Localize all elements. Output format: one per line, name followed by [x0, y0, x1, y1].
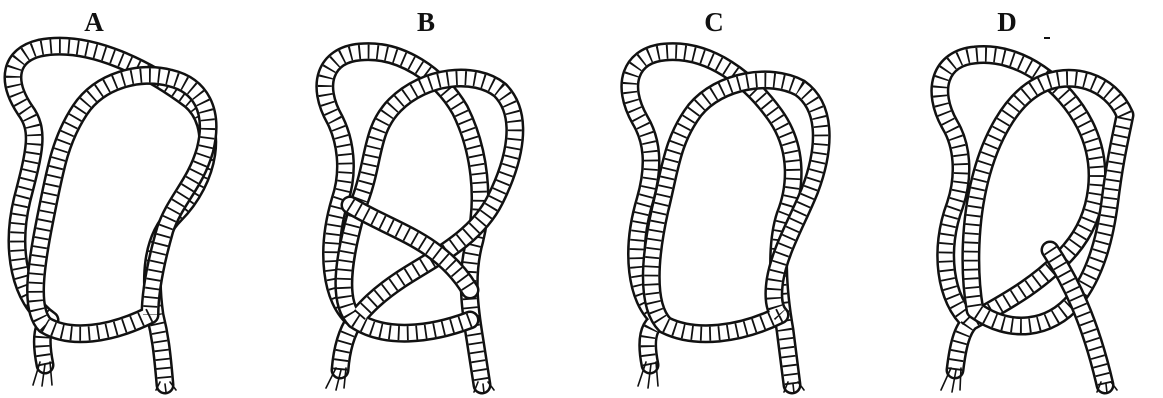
- panel-c: C: [600, 0, 880, 398]
- panel-label-c: C: [684, 4, 744, 40]
- panel-label-d: D: [977, 4, 1037, 40]
- scan-speck: [1044, 37, 1050, 39]
- knot-drawing-c: [600, 36, 880, 398]
- panel-d: D: [900, 0, 1163, 398]
- panel-label-b: B: [396, 4, 456, 40]
- knot-drawing-a: [0, 36, 280, 398]
- panel-label-a: A: [64, 4, 124, 40]
- panel-b: B: [300, 0, 580, 398]
- knot-drawing-b: [300, 36, 580, 398]
- knot-drawing-d: [900, 36, 1163, 398]
- panel-a: A: [0, 0, 280, 398]
